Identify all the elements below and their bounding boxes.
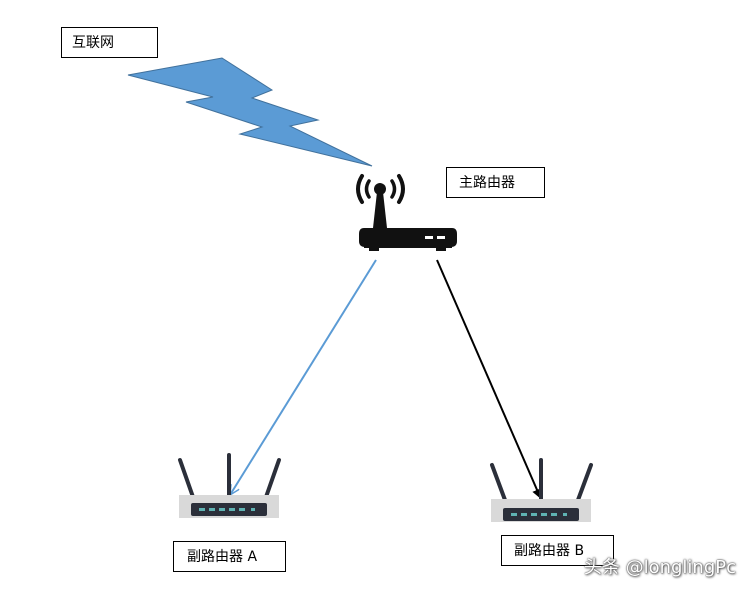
- sub-router-a-label: 副路由器 A: [173, 541, 286, 572]
- wifi-router-icon: [356, 174, 457, 251]
- router-a-icon: [178, 453, 281, 518]
- link-to-router-a: [230, 259, 377, 495]
- main-router-label: 主路由器: [446, 167, 545, 198]
- internet-label: 互联网: [61, 27, 158, 58]
- sub-router-b-label: 副路由器 B: [501, 535, 614, 566]
- router-b-icon: [490, 458, 593, 522]
- link-to-router-b: [436, 259, 542, 500]
- lightning-icon: [127, 57, 373, 167]
- watermark: 头条 @longlingPc: [583, 557, 736, 578]
